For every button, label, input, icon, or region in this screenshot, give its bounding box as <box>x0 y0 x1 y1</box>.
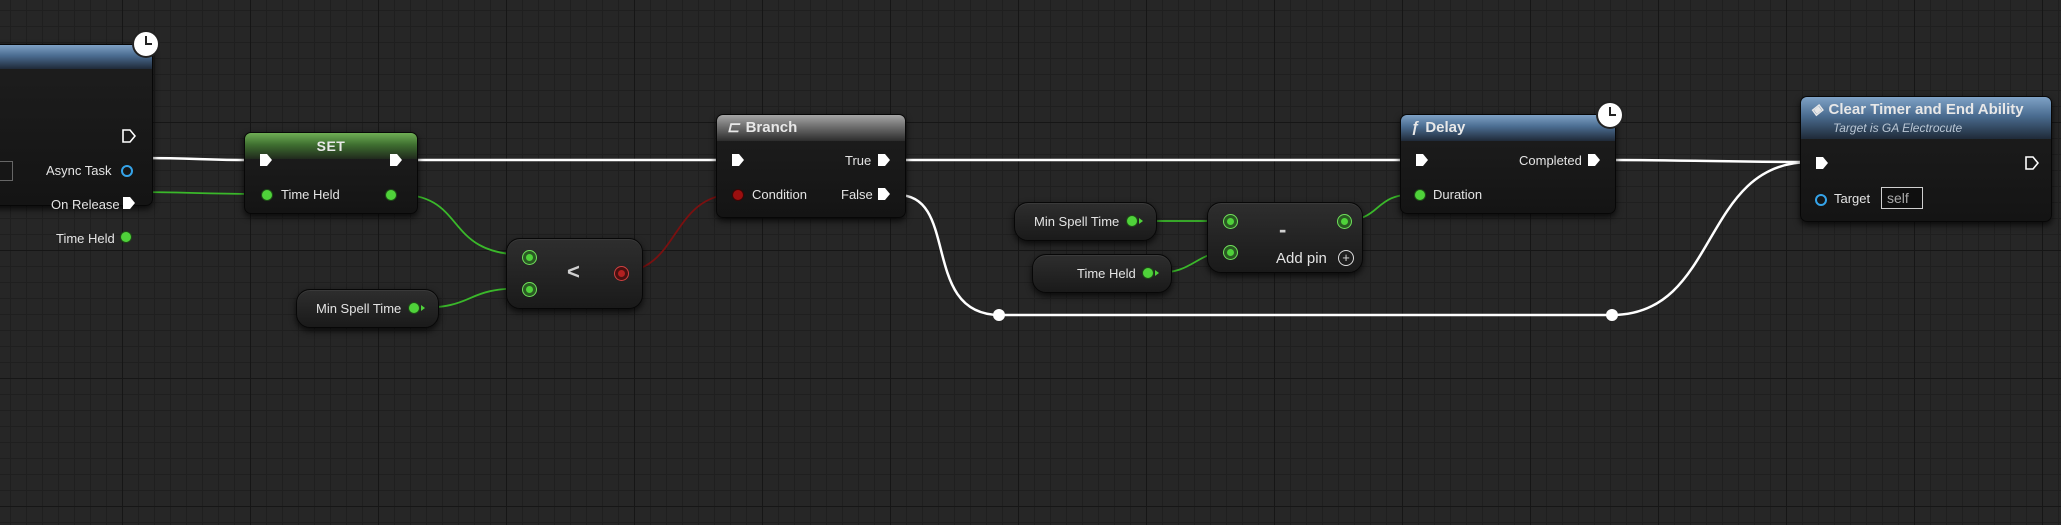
set-exec-in-pin[interactable] <box>259 153 273 167</box>
clock-icon <box>1598 103 1622 127</box>
reroute-node[interactable] <box>1606 309 1618 321</box>
min-spell-time-label: Min Spell Time <box>316 301 402 316</box>
branch-node-header: ⊏ Branch <box>717 115 905 141</box>
event-node[interactable]: Async Task On Release Time Held <box>0 44 153 246</box>
duration-pin[interactable] <box>1415 190 1425 200</box>
set-node[interactable]: SET Time Held <box>244 132 418 214</box>
completed-label: Completed <box>1519 153 1582 168</box>
end-ability-header: ◈ Clear Timer and End Ability Target is G… <box>1801 97 2051 139</box>
set-time-held-label: Time Held <box>281 187 340 202</box>
pin-arrow <box>1155 270 1159 276</box>
branch-icon: ⊏ <box>727 119 740 136</box>
true-exec-out-pin[interactable] <box>877 153 891 167</box>
less-than-node[interactable]: < <box>506 238 643 309</box>
add-pin-icon[interactable]: + <box>1338 250 1354 266</box>
event-node-header <box>0 45 152 69</box>
min-spell-time-out-pin[interactable] <box>1127 216 1137 226</box>
reroute-node[interactable] <box>993 309 1005 321</box>
async-task-label: Async Task <box>46 163 112 178</box>
less-than-operator: < <box>567 259 580 284</box>
function-diamond-icon: ◈ <box>1811 101 1823 118</box>
condition-pin[interactable] <box>733 190 743 200</box>
clear-timer-end-ability-node[interactable]: ◈ Clear Timer and End Ability Target is G… <box>1800 96 2052 222</box>
duration-label: Duration <box>1433 187 1483 202</box>
time-held-out-pin[interactable] <box>121 232 131 242</box>
end-exec-out-pin[interactable] <box>2025 156 2039 170</box>
subtract-out-pin[interactable] <box>1338 215 1351 228</box>
subtract-in-a-pin[interactable] <box>1224 215 1237 228</box>
end-ability-title: Clear Timer and End Ability <box>1828 101 2024 118</box>
time-held-label: Time Held <box>1077 266 1136 281</box>
exec-out-pin[interactable] <box>122 129 136 143</box>
set-time-held-in-pin[interactable] <box>262 190 272 200</box>
async-task-input-box[interactable] <box>0 161 13 181</box>
compare-out-pin[interactable] <box>615 267 628 280</box>
min-spell-time-getter-b[interactable]: Min Spell Time <box>1014 202 1157 241</box>
subtract-in-b-pin[interactable] <box>1224 246 1237 259</box>
min-spell-time-label: Min Spell Time <box>1034 214 1120 229</box>
exec-wire-false-reroute <box>897 193 1001 317</box>
delay-node[interactable]: ƒ Delay Completed Duration <box>1400 114 1616 214</box>
pin-arrow <box>421 305 425 311</box>
on-release-exec-pin[interactable] <box>122 196 136 210</box>
time-held-getter[interactable]: Time Held <box>1032 254 1172 293</box>
exec-wire-reroute-end <box>1611 160 1811 317</box>
true-label: True <box>845 153 872 168</box>
min-spell-time-out-pin[interactable] <box>409 303 419 313</box>
target-pin[interactable] <box>1815 194 1827 206</box>
add-pin-label[interactable]: Add pin <box>1276 250 1327 267</box>
branch-title: Branch <box>745 119 798 136</box>
branch-exec-in-pin[interactable] <box>731 153 745 167</box>
end-ability-subtitle: Target is GA Electrocute <box>1833 121 1963 135</box>
false-label: False <box>841 187 873 202</box>
subtract-node[interactable]: - Add pin + <box>1207 202 1363 273</box>
target-value-field[interactable]: self <box>1881 187 1923 209</box>
target-label: Target <box>1834 191 1871 206</box>
compare-in-a-pin[interactable] <box>523 251 536 264</box>
compare-in-b-pin[interactable] <box>523 283 536 296</box>
time-held-label: Time Held <box>56 231 115 246</box>
set-node-title: SET <box>245 133 417 159</box>
branch-node[interactable]: ⊏ Branch True Condition False <box>716 114 906 218</box>
pin-arrow <box>1139 218 1143 224</box>
function-icon: ƒ <box>1411 119 1420 136</box>
time-held-out-pin[interactable] <box>1143 268 1153 278</box>
delay-node-header: ƒ Delay <box>1401 115 1615 141</box>
min-spell-time-getter-a[interactable]: Min Spell Time <box>296 289 439 328</box>
async-task-pin[interactable] <box>121 165 133 177</box>
end-exec-in-pin[interactable] <box>1815 156 1829 170</box>
subtract-operator: - <box>1279 217 1287 242</box>
clock-icon <box>134 32 158 56</box>
false-exec-out-pin[interactable] <box>877 187 891 201</box>
exec-wire-completed-end <box>1607 158 1811 164</box>
on-release-label: On Release <box>51 197 120 212</box>
delay-title: Delay <box>1425 119 1466 136</box>
exec-wire-onrelease-set <box>137 156 253 162</box>
condition-label: Condition <box>752 187 807 202</box>
completed-exec-out-pin[interactable] <box>1587 153 1601 167</box>
set-exec-out-pin[interactable] <box>389 153 403 167</box>
set-time-held-out-pin[interactable] <box>386 190 396 200</box>
delay-exec-in-pin[interactable] <box>1415 153 1429 167</box>
